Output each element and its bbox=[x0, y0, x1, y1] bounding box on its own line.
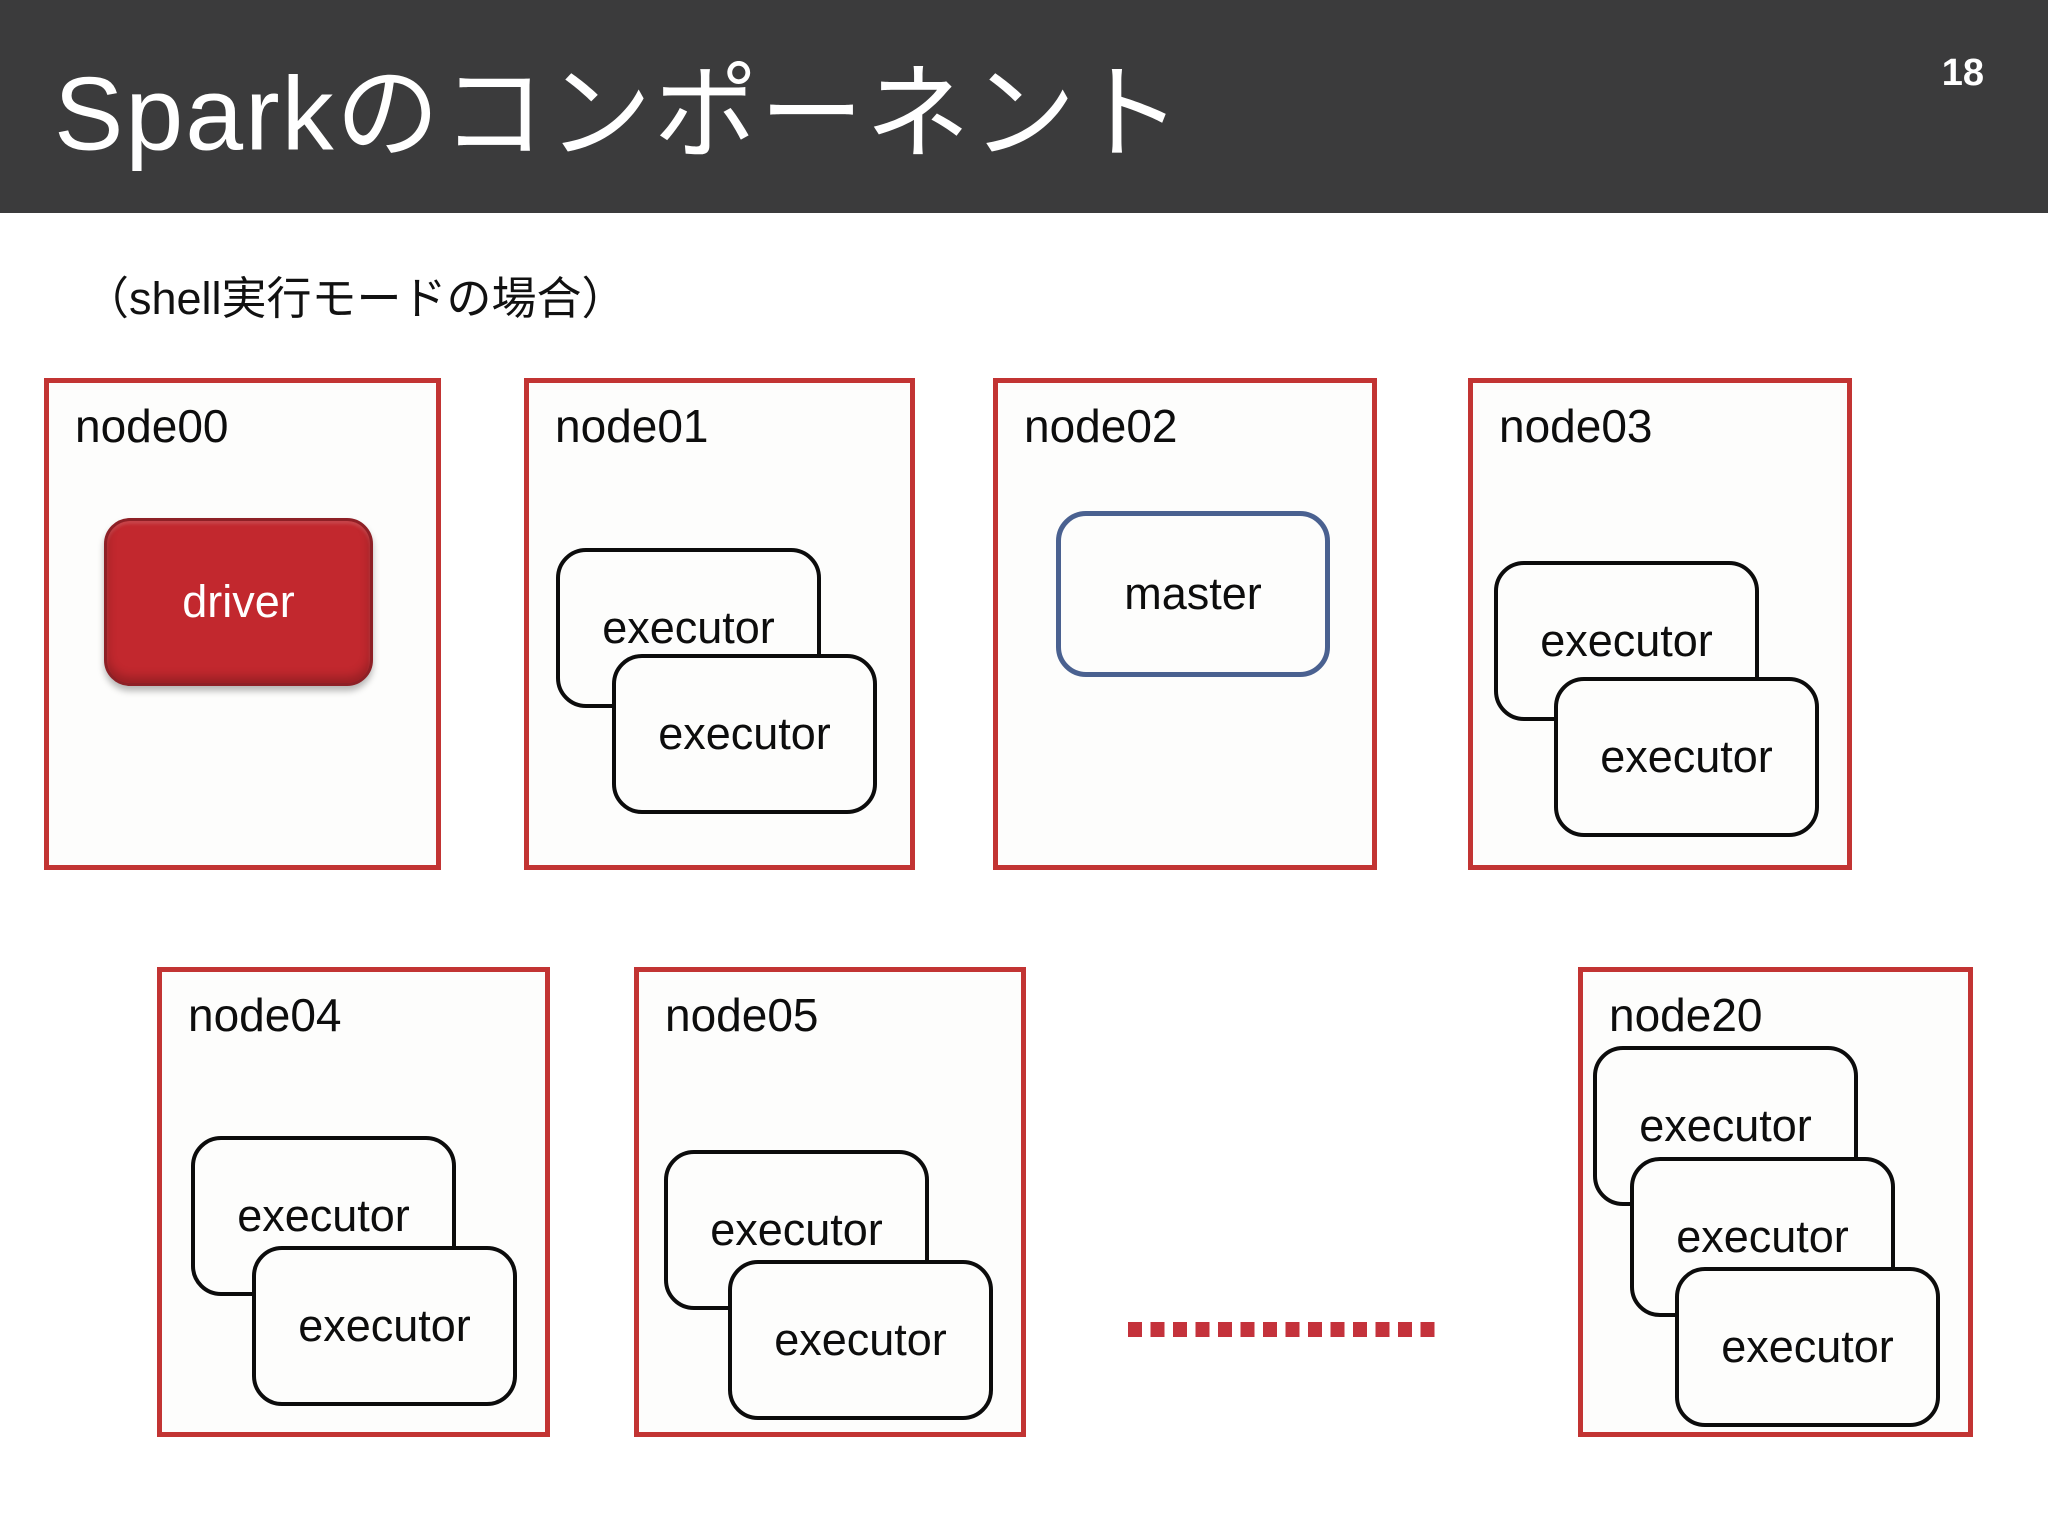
driver-box: driver bbox=[104, 518, 373, 686]
node-label: node04 bbox=[188, 989, 342, 1041]
node-label: node00 bbox=[75, 400, 229, 452]
node-box-node02: node02 master bbox=[993, 378, 1377, 870]
slide-subtitle: （shell実行モードの場合） bbox=[84, 273, 627, 324]
node-box-node03: node03 executor executor bbox=[1468, 378, 1852, 870]
executor-box: executor bbox=[612, 654, 877, 814]
executor-box: executor bbox=[1554, 677, 1819, 837]
node-label: node03 bbox=[1499, 400, 1653, 452]
node-box-node00: node00 driver bbox=[44, 378, 441, 870]
node-box-node04: node04 executor executor bbox=[157, 967, 550, 1437]
slide-title-bar: Sparkのコンポーネント 18 bbox=[0, 0, 2048, 213]
executor-box: executor bbox=[1675, 1267, 1940, 1427]
page-number: 18 bbox=[1941, 52, 1984, 94]
executor-box: executor bbox=[252, 1246, 517, 1406]
node-label: node20 bbox=[1609, 989, 1763, 1041]
node-box-node05: node05 executor executor bbox=[634, 967, 1026, 1437]
node-label: node05 bbox=[665, 989, 819, 1041]
node-label: node01 bbox=[555, 400, 709, 452]
slide-title: Sparkのコンポーネント bbox=[54, 55, 1184, 172]
node-box-node20: node20 executor executor executor bbox=[1578, 967, 1973, 1437]
node-box-node01: node01 executor executor bbox=[524, 378, 915, 870]
master-box: master bbox=[1056, 511, 1330, 677]
executor-box: executor bbox=[728, 1260, 993, 1420]
node-label: node02 bbox=[1024, 400, 1178, 452]
ellipsis-dots bbox=[1128, 1322, 1436, 1337]
